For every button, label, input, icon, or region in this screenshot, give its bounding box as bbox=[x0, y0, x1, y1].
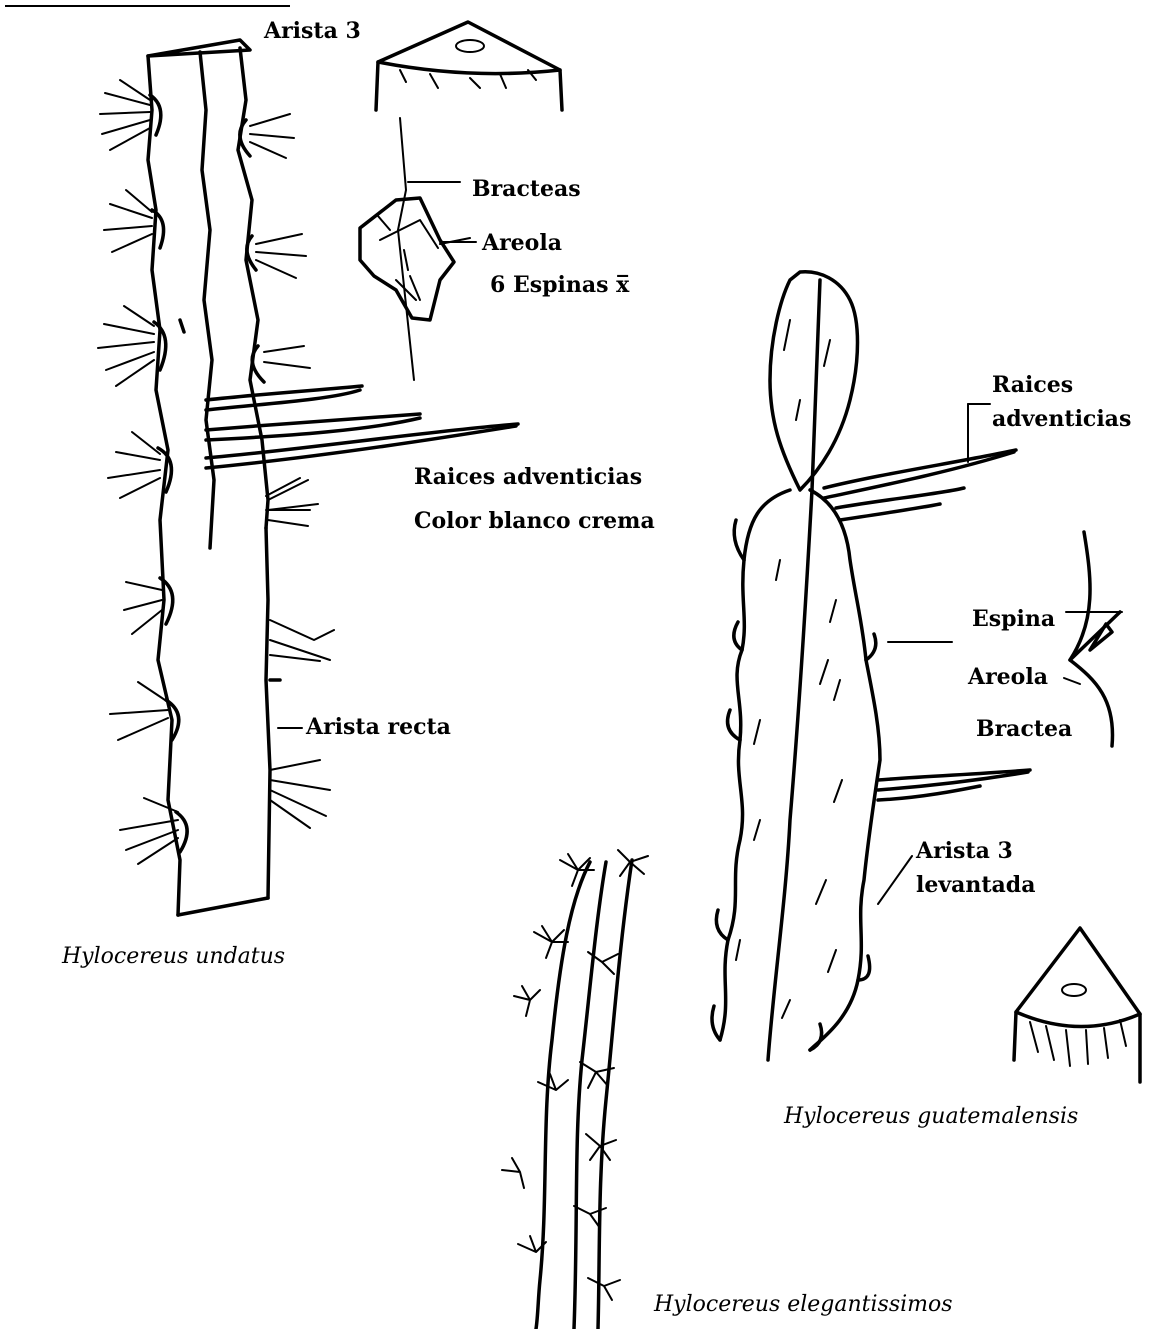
undatus-cross-section bbox=[376, 22, 562, 110]
label-areola-right: Areola bbox=[968, 664, 1048, 690]
label-arista-3: Arista 3 bbox=[264, 18, 361, 44]
label-arista-3-levantada-line2: levantada bbox=[916, 872, 1035, 898]
guatemalensis-stem-drawing bbox=[712, 272, 880, 1060]
label-color-blanco-crema: Color blanco crema bbox=[414, 508, 655, 534]
caption-hylocereus-undatus: Hylocereus undatus bbox=[62, 944, 285, 969]
label-raices-right-line2: adventicias bbox=[992, 406, 1131, 432]
label-raices-adventicias-left: Raices adventicias bbox=[414, 464, 642, 490]
caption-hylocereus-guatemalensis: Hylocereus guatemalensis bbox=[784, 1104, 1078, 1129]
undatus-areole-detail bbox=[360, 118, 470, 380]
label-raices-right-line1: Raices bbox=[992, 372, 1073, 398]
label-espina: Espina bbox=[972, 606, 1055, 632]
label-arista-recta: Arista recta bbox=[306, 714, 451, 740]
label-bracteas: Bracteas bbox=[472, 176, 581, 202]
undatus-stem-drawing bbox=[98, 40, 334, 915]
elegantissimos-stem-drawing bbox=[536, 860, 632, 1329]
guatemalensis-cross-section bbox=[1014, 928, 1140, 1082]
caption-hylocereus-elegantissimos: Hylocereus elegantissimos bbox=[654, 1292, 953, 1317]
label-6-espinas: 6 Espinas x̅ bbox=[490, 272, 629, 298]
label-arista-3-levantada-line1: Arista 3 bbox=[916, 838, 1013, 864]
label-bractea: Bractea bbox=[976, 716, 1072, 742]
guatemalensis-areole-detail bbox=[1070, 532, 1120, 746]
label-areola-top: Areola bbox=[482, 230, 562, 256]
guatemalensis-hatching bbox=[736, 320, 842, 1018]
